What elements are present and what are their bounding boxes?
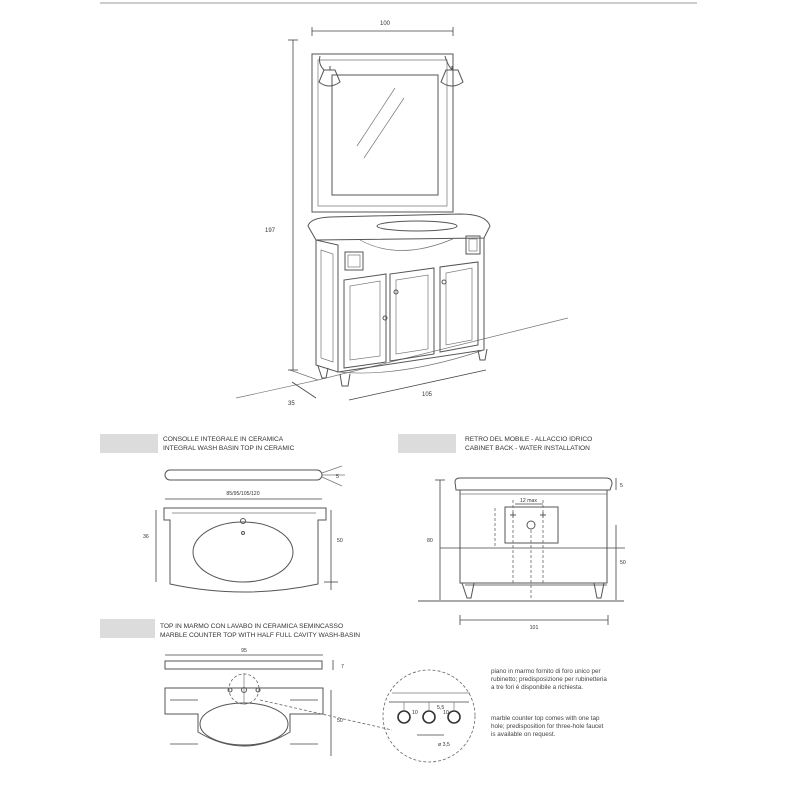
detail-dim-diameter: ø 3,5 [438, 742, 450, 748]
dim-marble-width: 95 [241, 648, 247, 654]
detail-dim-10-right: 10 [443, 710, 449, 716]
left-door [343, 273, 387, 369]
dim-width-top: 100 [311, 21, 454, 36]
section-tag-box [398, 434, 456, 453]
overflow-hole [241, 531, 245, 535]
section-integral-title-en: INTEGRAL WASH BASIN TOP IN CERAMIC [163, 445, 295, 452]
left-drawer [344, 251, 364, 271]
section-marble-top: TOP IN MARMO CON LAVABO IN CERAMICA SEMI… [100, 619, 476, 763]
dim-console-thickness: 5 [336, 474, 339, 480]
section-marble-title-it: TOP IN MARMO CON LAVABO IN CERAMICA SEMI… [160, 623, 343, 630]
section-tag-box [100, 619, 155, 638]
section-tag-box [100, 434, 158, 453]
cabinet-foot [339, 373, 351, 387]
section-cabinet-back: RETRO DEL MOBILE - ALLACCIO IDRICO CABIN… [398, 434, 626, 631]
ceramic-console-top [307, 213, 491, 251]
back-foot [593, 582, 605, 599]
detail-dim-10-left: 10 [412, 710, 418, 716]
dim-back-max: 12 max [520, 498, 537, 504]
console-plan: 36 50 [143, 507, 343, 593]
right-door [439, 261, 479, 353]
dim-width-base: 105 [348, 369, 487, 401]
marble-profile [164, 660, 323, 670]
dim-width-base-label: 105 [422, 392, 433, 398]
marble-note-it: piano in marmo fornito di foro unico per… [491, 668, 607, 691]
drain-outlet [526, 520, 536, 530]
detail-leader [259, 699, 393, 731]
dim-console-depth-right: 50 [337, 538, 343, 544]
dim-height: 197 [265, 39, 298, 371]
dim-marble-depth: 50 [337, 718, 343, 724]
tap-hole [240, 518, 246, 524]
dim-console-depth-left: 36 [143, 534, 149, 540]
mirror-reflection-line [356, 87, 396, 147]
cabinet-foot [477, 348, 488, 361]
floor-lines [235, 317, 569, 399]
mirror-reflection-line [363, 97, 405, 159]
back-foot [461, 582, 475, 599]
section-back-title-it: RETRO DEL MOBILE - ALLACCIO IDRICO [465, 436, 592, 443]
marble-basin [199, 702, 289, 746]
dim-back-height-right: 50 [620, 560, 626, 566]
dim-depth-label: 35 [288, 401, 295, 407]
center-door [389, 267, 435, 362]
cabinet-foot [317, 365, 329, 379]
dim-width-top-label: 100 [380, 21, 391, 27]
cabinet-back-body [454, 477, 613, 599]
right-drawer [465, 235, 481, 255]
tap-holes-detail: 10 5,5 10 ø 3,5 [382, 669, 476, 763]
right-wall-lamp [440, 55, 464, 87]
dim-back-height: 80 [427, 538, 433, 544]
basin-opening [376, 220, 458, 232]
left-wall-lamp [318, 55, 341, 87]
cabinet-side-panel [315, 239, 339, 373]
dim-console-widths: 85/95/105/120 [226, 491, 259, 497]
marble-note-en: marble counter top comes with one tap ho… [491, 715, 604, 738]
dim-back-width: 101 [530, 625, 539, 631]
section-marble-title-en: MARBLE COUNTER TOP WITH HALF FULL CAVITY… [160, 632, 360, 639]
section-integral-console: CONSOLLE INTEGRALE IN CERAMICA INTEGRAL … [100, 434, 345, 593]
dim-depth: 35 [288, 381, 317, 407]
vanity-perspective-view: 100 197 35 105 [235, 21, 569, 407]
dim-height-label: 197 [265, 228, 276, 234]
cabinet-body [315, 235, 488, 387]
detail-dim-5-5: 5,5 [437, 705, 444, 711]
dim-marble-thickness: 7 [341, 664, 344, 670]
mirror [311, 53, 454, 213]
dim-back-top: 5 [620, 483, 623, 489]
console-profile: 5 [164, 465, 345, 487]
section-integral-title-it: CONSOLLE INTEGRALE IN CERAMICA [163, 436, 284, 443]
marble-plan: 50 [164, 673, 343, 756]
console-basin [192, 521, 294, 583]
section-back-title-en: CABINET BACK - WATER INSTALLATION [465, 445, 590, 452]
